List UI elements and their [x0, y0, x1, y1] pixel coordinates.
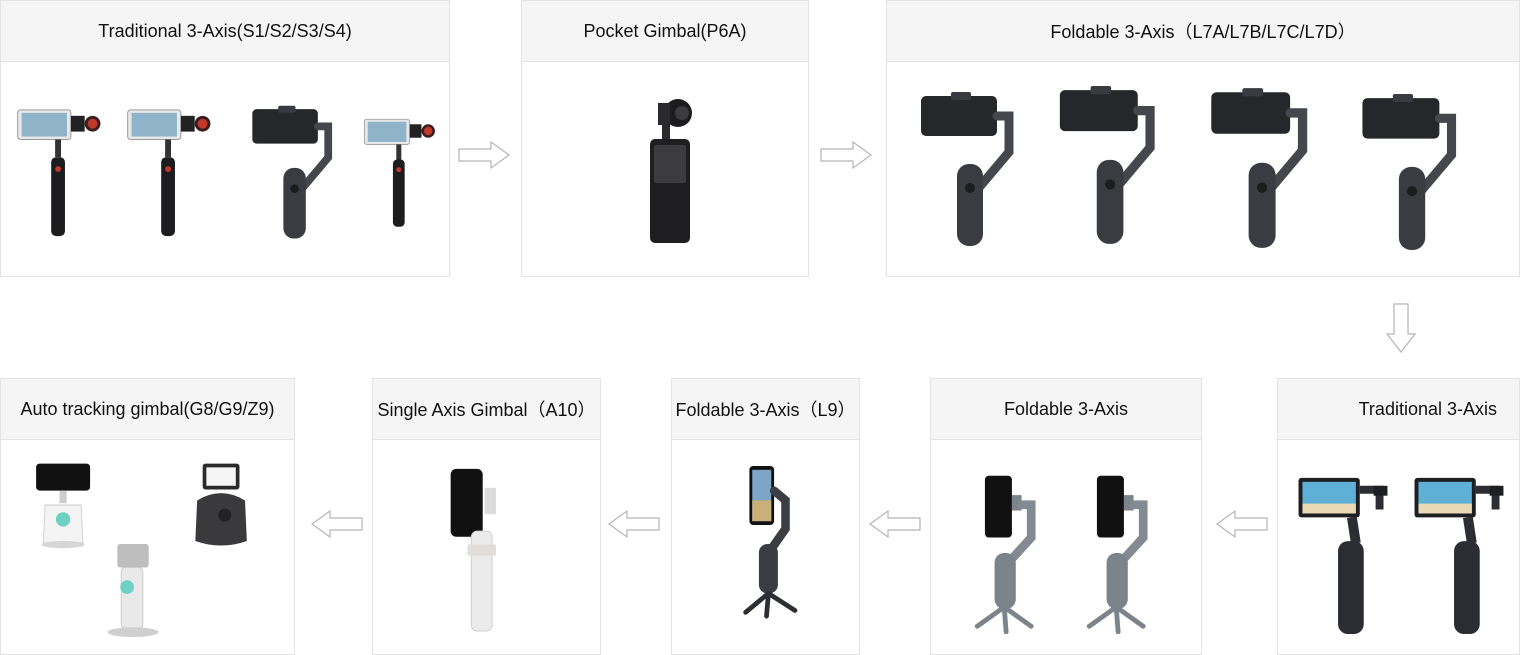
- gimbal-image: [1292, 470, 1392, 638]
- card-auto-tracking: Auto tracking gimbal(G8/G9/Z9): [0, 378, 295, 655]
- gimbal-image: [99, 542, 169, 640]
- gimbal-image: [1357, 92, 1461, 254]
- card-traditional-dark: Traditional 3-Axis: [1277, 378, 1520, 655]
- gimbal-image: [961, 470, 1059, 634]
- arrow-left-icon: [1215, 509, 1268, 539]
- gimbal-image: [187, 460, 257, 552]
- gimbal-image: [247, 104, 337, 242]
- card-image-area: [1278, 440, 1519, 654]
- card-pocket-gimbal: Pocket Gimbal(P6A): [521, 0, 809, 277]
- gimbal-image: [361, 104, 445, 242]
- card-title: Foldable 3-Axis（L9）: [672, 379, 859, 440]
- arrow-down-icon: [1385, 303, 1417, 353]
- card-title: Pocket Gimbal(P6A): [522, 1, 808, 62]
- gimbal-image: [1073, 470, 1171, 634]
- card-title: Traditional 3-Axis: [1278, 379, 1519, 440]
- gimbal-image: [31, 460, 97, 550]
- card-title: Foldable 3-Axis（L7A/L7B/L7C/L7D）: [887, 1, 1519, 62]
- gimbal-image: [640, 96, 700, 248]
- card-foldable-l7: Foldable 3-Axis（L7A/L7B/L7C/L7D）: [886, 0, 1520, 277]
- gimbal-image: [1207, 86, 1311, 252]
- gimbal-image: [1055, 84, 1159, 248]
- card-title: Traditional 3-Axis(S1/S2/S3/S4): [1, 1, 449, 62]
- gimbal-image: [13, 104, 113, 242]
- card-foldable-l9: Foldable 3-Axis（L9）: [671, 378, 860, 655]
- arrow-left-icon: [310, 509, 363, 539]
- arrow-left-icon: [868, 509, 921, 539]
- card-image-area: [1, 440, 294, 654]
- card-image-area: [522, 62, 808, 276]
- card-single-axis: Single Axis Gimbal（A10）: [372, 378, 601, 655]
- card-image-area: [887, 62, 1519, 276]
- gimbal-image: [123, 104, 223, 242]
- gimbal-image: [1408, 470, 1508, 638]
- arrow-right-icon: [820, 140, 873, 170]
- gimbal-image: [445, 462, 511, 638]
- card-title: Foldable 3-Axis: [931, 379, 1201, 440]
- card-title: Auto tracking gimbal(G8/G9/Z9): [1, 379, 294, 440]
- arrow-right-icon: [458, 140, 511, 170]
- card-image-area: [1, 62, 449, 276]
- card-title: Single Axis Gimbal（A10）: [373, 379, 600, 440]
- card-image-area: [931, 440, 1201, 654]
- gimbal-image: [915, 90, 1019, 250]
- arrow-left-icon: [607, 509, 660, 539]
- card-image-area: [373, 440, 600, 654]
- card-traditional-s-series: Traditional 3-Axis(S1/S2/S3/S4): [0, 0, 450, 277]
- card-image-area: [672, 440, 859, 654]
- card-foldable-grey: Foldable 3-Axis: [930, 378, 1202, 655]
- gimbal-image: [738, 460, 814, 626]
